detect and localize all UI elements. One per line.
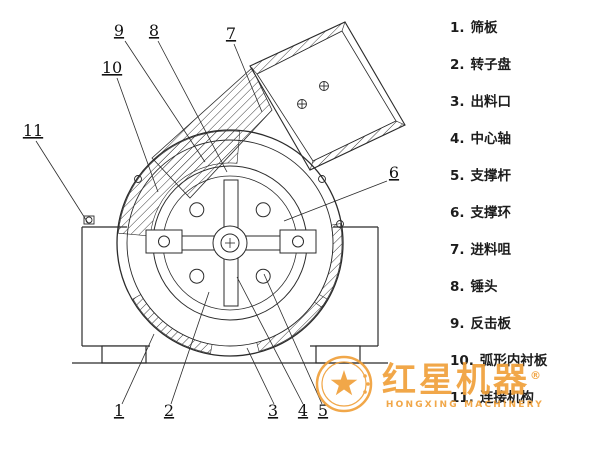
hongxing-watermark: 红星机器® HONGXING MACHINERY xyxy=(314,354,544,414)
legend-item-label: 弧形内衬板 xyxy=(479,353,548,369)
leader-line-2 xyxy=(170,291,210,405)
chute-latch-icon xyxy=(319,81,329,91)
legend-item-5: 5. 支撑杆 xyxy=(450,168,598,184)
hammer-pin-left xyxy=(158,235,170,248)
callout-3: 3 xyxy=(268,401,278,420)
feed-chute-wall-hatch-bottom xyxy=(309,120,406,171)
legend-item-number: 5. xyxy=(450,168,465,184)
legend-item-9: 9. 反击板 xyxy=(450,316,598,332)
leader-line-3 xyxy=(246,347,275,405)
leader-line-7 xyxy=(233,43,263,113)
hammer-block-left xyxy=(145,229,183,254)
leader-line-11 xyxy=(35,140,89,224)
callout-9: 9 xyxy=(114,21,124,40)
rotor-assembly xyxy=(145,165,317,321)
rotor-bolt-hole xyxy=(255,202,271,218)
chute-latch-icon xyxy=(297,99,307,109)
legend-item-10: 10. 弧形内衬板 xyxy=(450,353,598,369)
flange-bolt xyxy=(134,175,142,183)
legend-item-7: 7. 进料咀 xyxy=(450,242,598,258)
watermark-brand: 红星机器® xyxy=(382,358,544,398)
legend-item-label: 筛板 xyxy=(470,20,498,36)
callout-1: 1 xyxy=(114,401,124,420)
legend-item-8: 8. 锤头 xyxy=(450,279,598,295)
parts-legend: 1. 筛板 2. 转子盘 3. 出料口 4. 中心轴 5. 支撑杆 6. 支撑环… xyxy=(450,20,598,406)
callout-7: 7 xyxy=(226,24,236,43)
legend-item-label: 出料口 xyxy=(470,94,512,110)
legend-item-2: 2. 转子盘 xyxy=(450,57,598,73)
watermark-brand-en: HONGXING MACHINERY xyxy=(385,400,544,411)
rotor-bolt-hole xyxy=(189,268,205,284)
legend-item-number: 2. xyxy=(450,57,465,73)
legend-item-label: 锤头 xyxy=(470,279,498,295)
leader-line-9 xyxy=(124,40,206,163)
leader-line-6 xyxy=(283,180,388,222)
legend-item-1: 1. 筛板 xyxy=(450,20,598,36)
callout-11: 11 xyxy=(23,121,43,140)
rotor-bolt-hole xyxy=(189,202,205,218)
drum-outer-circle xyxy=(116,129,344,357)
leader-line-5 xyxy=(263,273,323,405)
screen-hatch-bottom-right xyxy=(256,294,328,352)
callout-10: 10 xyxy=(102,58,122,77)
legend-item-label: 连接机构 xyxy=(479,390,534,406)
drum-shell xyxy=(116,129,344,357)
callout-8: 8 xyxy=(149,21,159,40)
legend-item-number: 10. xyxy=(450,353,474,369)
callout-numbers: 9 8 10 7 11 6 1 2 3 4 5 xyxy=(23,21,399,420)
leader-lines xyxy=(35,40,388,405)
legend-item-number: 9. xyxy=(450,316,465,332)
legend-item-4: 4. 中心轴 xyxy=(450,131,598,147)
leader-line-1 xyxy=(121,333,155,405)
feed-chute-wall-hatch-top xyxy=(249,21,346,75)
feed-chute xyxy=(249,21,406,171)
leader-line-8 xyxy=(157,40,228,173)
legend-item-11: 11. 连接机构 xyxy=(450,390,598,406)
legend-item-number: 7. xyxy=(450,242,465,258)
center-shaft-hub-inner xyxy=(220,233,240,253)
base-leg-left xyxy=(101,345,147,364)
legend-item-label: 支撑杆 xyxy=(470,168,512,184)
liner-hatch-upper-left xyxy=(118,130,241,237)
leader-line-4 xyxy=(236,276,304,405)
legend-item-number: 6. xyxy=(450,205,465,221)
hongxing-star-logo-icon xyxy=(315,355,373,413)
legend-item-label: 中心轴 xyxy=(470,131,512,147)
legend-item-number: 4. xyxy=(450,131,465,147)
legend-item-label: 支撑环 xyxy=(470,205,512,221)
flange-bolt xyxy=(336,220,344,228)
feed-chute-outer-wall xyxy=(249,21,406,171)
watermark-text: 红星机器® HONGXING MACHINERY xyxy=(382,358,544,410)
callout-6: 6 xyxy=(389,163,399,182)
screen-hatch-bottom-left xyxy=(132,294,213,354)
legend-item-3: 3. 出料口 xyxy=(450,94,598,110)
callout-5: 5 xyxy=(318,401,328,420)
legend-item-number: 3. xyxy=(450,94,465,110)
legend-item-6: 6. 支撑环 xyxy=(450,205,598,221)
registered-mark: ® xyxy=(530,368,544,382)
legend-item-label: 进料咀 xyxy=(470,242,512,258)
hammer-pin-right xyxy=(292,235,304,248)
legend-item-label: 反击板 xyxy=(470,316,512,332)
rotor-bolt-hole xyxy=(255,268,271,284)
hammer-block-right xyxy=(279,229,317,254)
liner-hatch-right xyxy=(313,223,343,308)
legend-item-number: 11. xyxy=(450,390,474,406)
leader-line-10 xyxy=(116,77,159,193)
connector-bracket xyxy=(83,215,95,225)
legend-item-number: 8. xyxy=(450,279,465,295)
brand-name: 红星机器 xyxy=(382,360,530,401)
flange-bolt xyxy=(318,175,326,183)
callout-2: 2 xyxy=(164,401,174,420)
legend-item-label: 转子盘 xyxy=(470,57,512,73)
legend-item-number: 1. xyxy=(450,20,465,36)
callout-4: 4 xyxy=(298,401,308,420)
